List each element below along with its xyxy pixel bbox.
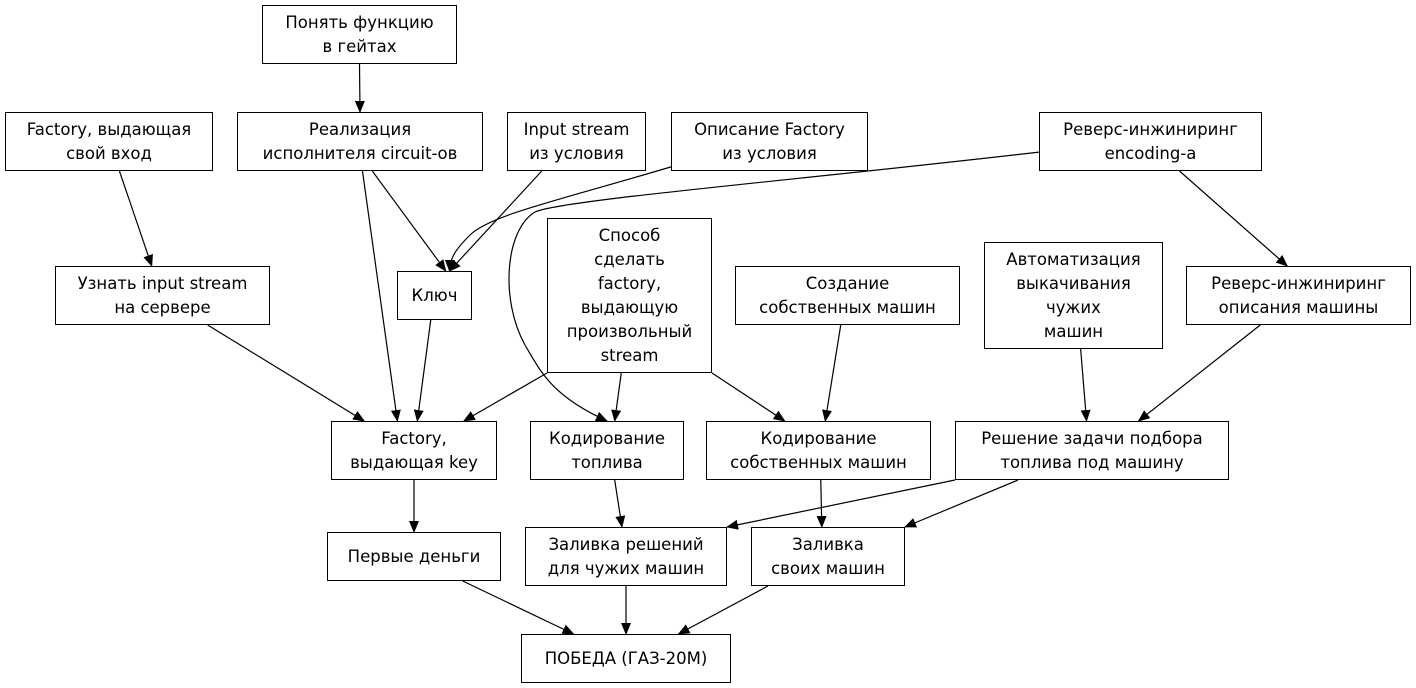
edge-sozdanie-to-kodirovanie-mashin — [822, 324, 842, 422]
edge-factory-svoy-vhod-to-uznat-input — [118, 170, 153, 267]
edge-reshenie-to-zalivka-chuzhih — [726, 479, 956, 530]
edge-klyuch-to-factory-key — [413, 319, 432, 422]
node-factory-key: Factory, выдающая key — [331, 421, 497, 480]
node-uznat-input: Узнать input stream на сервере — [55, 266, 270, 325]
edge-sposob-to-factory-key — [462, 372, 548, 422]
node-pervye-dengi: Первые деньги — [327, 532, 501, 581]
edge-ponyat-funkciyu-to-realizaciya — [354, 63, 365, 113]
node-realizaciya: Реализация исполнителя circuit-ов — [237, 112, 483, 171]
node-zalivka-chuzhih: Заливка решений для чужих машин — [525, 527, 727, 586]
node-ponyat-funkciyu: Понять функцию в гейтах — [262, 5, 457, 64]
node-zalivka-svoih: Заливка своих машин — [751, 527, 905, 586]
node-reshenie: Решение задачи подбора топлива под машин… — [955, 421, 1229, 480]
edge-opisanie-factory-to-klyuch — [444, 166, 672, 272]
node-kodirovanie-mashin: Кодирование собственных машин — [706, 421, 931, 480]
edge-revers-encoding-to-kodirovanie-topliva — [508, 151, 1040, 422]
node-sozdanie: Создание собственных машин — [735, 266, 960, 325]
edge-revers-opisaniya-to-reshenie — [1137, 324, 1261, 422]
node-input-stream: Input stream из условия — [507, 112, 646, 171]
edge-pervye-dengi-to-pobeda — [462, 580, 575, 635]
node-factory-svoy-vhod: Factory, выдающая свой вход — [5, 112, 213, 171]
edge-uznat-input-to-factory-key — [207, 324, 366, 422]
edge-kodirovanie-topliva-to-zalivka-chuzhih — [614, 479, 626, 528]
edge-sposob-to-kodirovanie-mashin — [711, 372, 786, 422]
node-revers-opisaniya: Реверс-инжиниринг описания машины — [1186, 266, 1411, 325]
edge-realizaciya-to-klyuch — [371, 170, 447, 272]
node-pobeda: ПОБЕДА (ГАЗ-20М) — [521, 634, 731, 683]
node-kodirovanie-topliva: Кодирование топлива — [530, 421, 684, 480]
edge-zalivka-svoih-to-pobeda — [677, 585, 769, 635]
edge-input-stream-to-klyuch — [448, 170, 543, 272]
edge-avtomatizaciya-to-reshenie — [1080, 348, 1091, 422]
node-klyuch: Ключ — [397, 271, 472, 320]
node-avtomatizaciya: Автоматизация выкачивания чужих машин — [984, 242, 1163, 349]
edge-revers-encoding-to-revers-opisaniya — [1179, 170, 1289, 267]
node-opisanie-factory: Описание Factory из условия — [671, 112, 868, 171]
edge-reshenie-to-zalivka-svoih — [904, 479, 1019, 528]
node-revers-encoding: Реверс-инжиниринг encoding-а — [1039, 112, 1262, 171]
edge-realizaciya-to-factory-key — [361, 170, 401, 422]
edge-sposob-to-kodirovanie-topliva — [611, 372, 622, 422]
edge-kodirovanie-mashin-to-zalivka-svoih — [816, 479, 827, 528]
node-sposob: Способ сделать factory, выдающую произво… — [547, 218, 712, 373]
